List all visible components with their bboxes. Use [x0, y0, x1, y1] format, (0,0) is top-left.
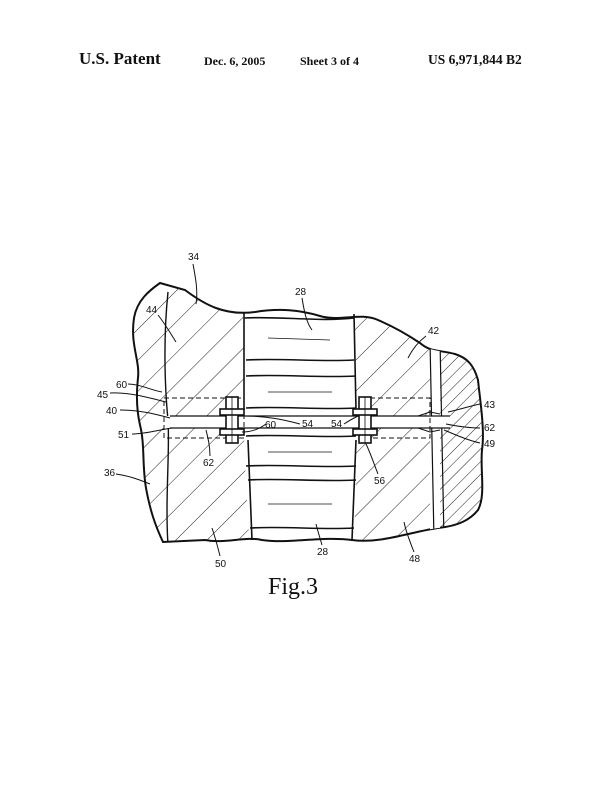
header-date: Dec. 6, 2005	[204, 54, 266, 68]
numeral-60-center: 60	[265, 420, 277, 431]
left-seal-element	[219, 396, 245, 444]
numeral-56: 56	[374, 476, 386, 487]
numeral-28-bottom: 28	[317, 547, 329, 558]
numeral-43: 43	[484, 400, 496, 411]
numeral-40: 40	[106, 406, 118, 417]
figure-caption: Fig.3	[268, 574, 319, 600]
right-seal-element	[352, 396, 378, 444]
left-component-body	[133, 283, 250, 542]
reference-numerals: 34 28 44 42 60 45 40 51 62 60 54 54 43 6…	[97, 252, 496, 570]
numeral-45: 45	[97, 390, 109, 401]
numeral-44: 44	[146, 305, 158, 316]
numeral-28-top: 28	[295, 287, 307, 298]
numeral-54-right: 54	[331, 419, 343, 430]
numeral-42: 42	[428, 326, 440, 337]
header-sheet: Sheet 3 of 4	[300, 54, 359, 68]
leader-lines	[109, 263, 481, 557]
numeral-54-left: 54	[302, 419, 314, 430]
header-publication: U.S. Patent	[79, 49, 161, 68]
numeral-50: 50	[215, 559, 227, 570]
roller-elements	[243, 312, 357, 541]
numeral-51: 51	[118, 430, 130, 441]
header-patent-number: US 6,971,844 B2	[428, 52, 522, 67]
numeral-34: 34	[188, 252, 200, 263]
numeral-49: 49	[484, 439, 496, 450]
numeral-62-right: 62	[484, 423, 496, 434]
numeral-36: 36	[104, 468, 116, 479]
right-component-body	[352, 300, 440, 542]
numeral-48: 48	[409, 554, 421, 565]
numeral-62-left: 62	[203, 458, 215, 469]
numeral-60-left: 60	[116, 380, 128, 391]
outer-ring	[440, 300, 483, 542]
